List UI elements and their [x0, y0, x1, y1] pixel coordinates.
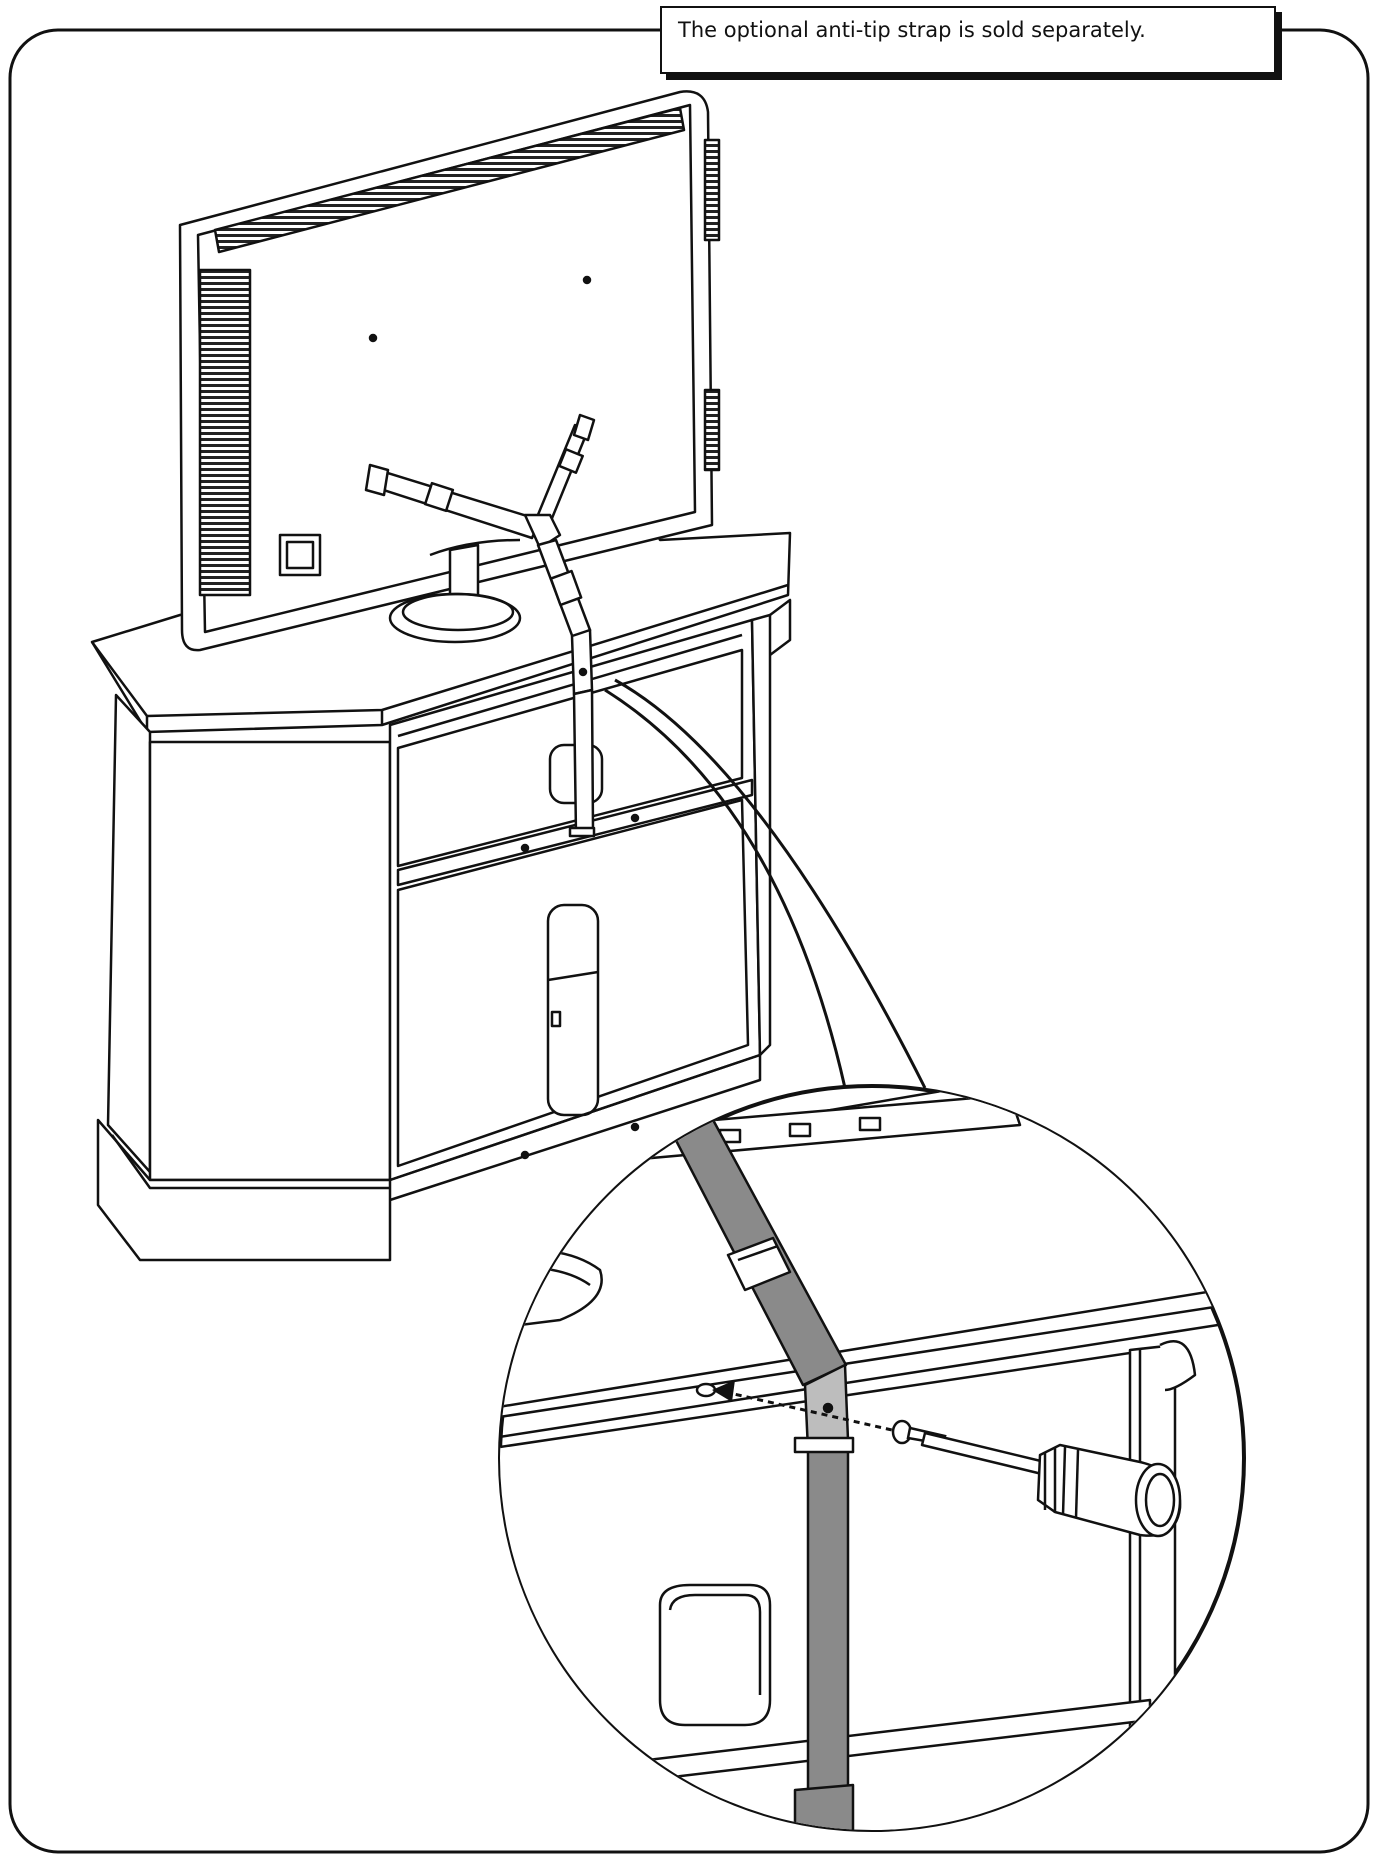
note-text: The optional anti-tip strap is sold sepa…	[678, 18, 1146, 42]
tv-stand	[90, 518, 792, 1262]
note-callout-box: The optional anti-tip strap is sold sepa…	[660, 6, 1276, 74]
anti-tip-strap	[364, 413, 596, 838]
screwdriver-icon	[920, 1431, 1182, 1538]
arrow-head-icon	[712, 1380, 735, 1402]
television	[178, 90, 721, 652]
